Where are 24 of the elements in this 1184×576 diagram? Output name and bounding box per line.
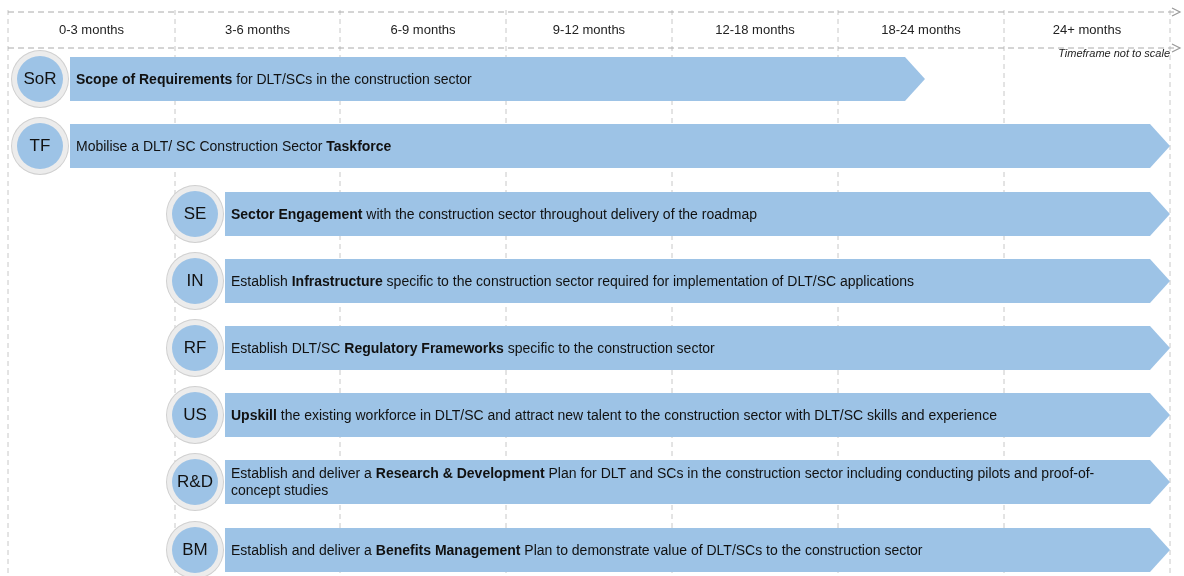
task-bar	[70, 57, 925, 101]
scale-note: Timeframe not to scale	[1058, 47, 1170, 59]
task-bar	[225, 528, 1170, 572]
task-bar	[70, 124, 1170, 168]
task-bar	[225, 326, 1170, 370]
task-description: Mobilise a DLT/ SC Construction Sector Taskforce	[76, 137, 393, 155]
column-header: 9-12 months	[551, 22, 627, 37]
task-description: Establish Infrastructure specific to the construction sector required for implementation of DLT/SC applications	[231, 272, 915, 290]
column-header: 0-3 months	[57, 22, 125, 37]
task-description: Upskill the existing workforce in DLT/SC and attract new talent to the construction sector with DLT/SC skills and experience	[231, 406, 998, 424]
task-description: Scope of Requirements for DLT/SCs in the construction sector	[76, 70, 473, 88]
column-header: 18-24 months	[880, 22, 962, 37]
task-description: Sector Engagement with the construction sector throughout delivery of the roadmap	[231, 205, 759, 223]
task-description: Establish and deliver a Benefits Management Plan to demonstrate value of DLT/SCs to the construction sector	[231, 541, 924, 559]
task-bar	[225, 259, 1170, 303]
column-header: 3-6 months	[223, 22, 291, 37]
task-description: Establish DLT/SC Regulatory Frameworks specific to the construction sector	[231, 339, 716, 357]
column-header: 6-9 months	[389, 22, 457, 37]
task-bar	[225, 192, 1170, 236]
task-bar	[225, 393, 1170, 437]
task-bar	[225, 460, 1170, 504]
task-description: Establish and deliver a Research & Development Plan for DLT and SCs in the construction sector including conducting pilots and proof-of-concept studies	[231, 465, 1096, 499]
column-header: 24+ months	[1051, 22, 1123, 37]
column-header: 12-18 months	[714, 22, 796, 37]
